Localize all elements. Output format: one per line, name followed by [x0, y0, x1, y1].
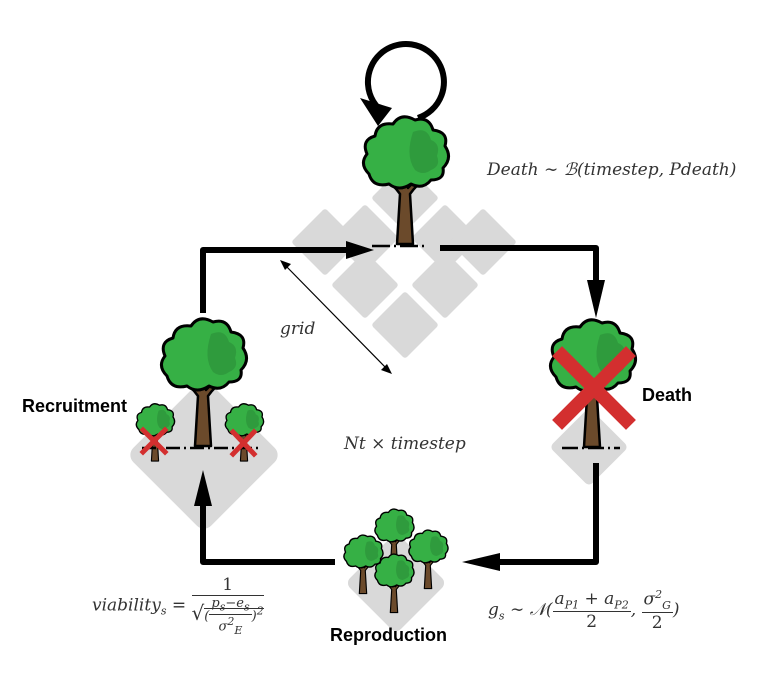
- cycle-arrowheads: [194, 241, 605, 571]
- sapling-right-cross-icon: [229, 428, 258, 458]
- death-label: Death: [642, 385, 693, 405]
- cycle-time-equation: Nt × timestep: [344, 434, 466, 454]
- sapling-left-cross-icon: [139, 426, 169, 456]
- grid-dimension-arrow: [280, 260, 392, 374]
- grid-tiles: [292, 165, 516, 358]
- death-probability-equation: Death ∼ ℬ(timestep, Pdeath): [487, 160, 737, 180]
- self-loop-arrowhead: [360, 98, 392, 126]
- death-cross-icon: [552, 346, 636, 430]
- grid-label: grid: [280, 319, 316, 339]
- cycle-arrows: [200, 245, 599, 565]
- recruitment-label: Recruitment: [22, 396, 128, 416]
- self-loop-arrow: [364, 40, 447, 121]
- reproduction-label: Reproduction: [330, 625, 447, 645]
